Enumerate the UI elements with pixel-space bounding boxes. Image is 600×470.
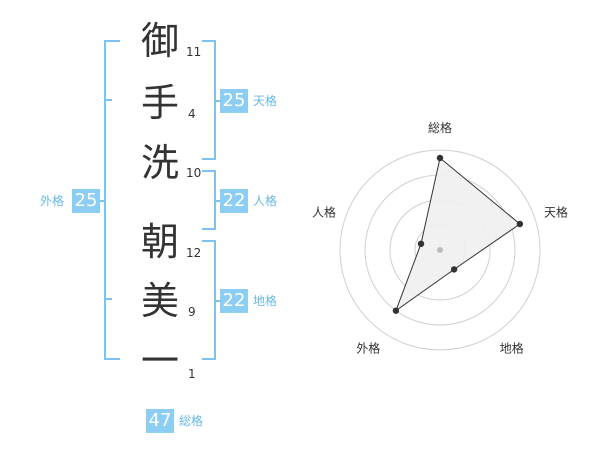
radar-point-3 bbox=[392, 307, 400, 314]
radar-axis-label-1: 天格 bbox=[544, 204, 568, 219]
stroke-count-3: 10 bbox=[186, 166, 202, 180]
radar-point-2 bbox=[450, 266, 458, 273]
name-char-4: 朝 bbox=[140, 220, 179, 264]
gaikaku-bracket bbox=[104, 40, 120, 360]
stroke-count-5: 9 bbox=[188, 305, 196, 319]
soukaku-badge: 47 bbox=[146, 409, 174, 433]
chikaku-badge: 22 bbox=[220, 289, 248, 313]
tenkaku-bracket bbox=[202, 40, 216, 160]
name-char-5: 美 bbox=[140, 279, 179, 323]
gaikaku-label: 外格 bbox=[40, 194, 65, 208]
radar-series-polygon bbox=[394, 157, 521, 313]
bracket-inner-tick-upper bbox=[104, 99, 112, 101]
stroke-count-6: 1 bbox=[188, 367, 196, 381]
name-char-1: 御 bbox=[140, 19, 179, 63]
stroke-count-2: 4 bbox=[188, 107, 196, 121]
stroke-count-1: 11 bbox=[186, 45, 202, 59]
name-char-2: 手 bbox=[140, 81, 179, 125]
tenkaku-badge: 25 bbox=[220, 89, 248, 113]
soukaku-label: 総格 bbox=[179, 414, 204, 428]
radar-axis-label-4: 人格 bbox=[312, 204, 336, 219]
radar-ring-4 bbox=[339, 149, 541, 351]
gaikaku-bracket-tick bbox=[96, 200, 104, 202]
radar-axis-label-2: 地格 bbox=[500, 341, 524, 356]
bracket-inner-tick-lower bbox=[104, 298, 112, 300]
name-char-6: 一 bbox=[140, 339, 179, 383]
chikaku-label: 地格 bbox=[253, 294, 278, 308]
radar-axis-label-3: 外格 bbox=[356, 341, 380, 356]
radar-point-1 bbox=[516, 220, 524, 228]
jinkaku-label: 人格 bbox=[253, 194, 278, 208]
gaikaku-badge: 25 bbox=[72, 189, 100, 213]
radar-center-dot bbox=[437, 247, 443, 253]
name-char-3: 洗 bbox=[140, 141, 179, 185]
radar-point-4 bbox=[417, 240, 425, 247]
radar-axis-label-0: 総格 bbox=[428, 120, 452, 135]
tenkaku-label: 天格 bbox=[253, 94, 278, 108]
jinkaku-bracket bbox=[202, 170, 216, 230]
chikaku-bracket bbox=[202, 240, 216, 360]
stroke-count-4: 12 bbox=[186, 246, 202, 260]
radar-point-0 bbox=[436, 154, 444, 162]
jinkaku-badge: 22 bbox=[220, 189, 248, 213]
